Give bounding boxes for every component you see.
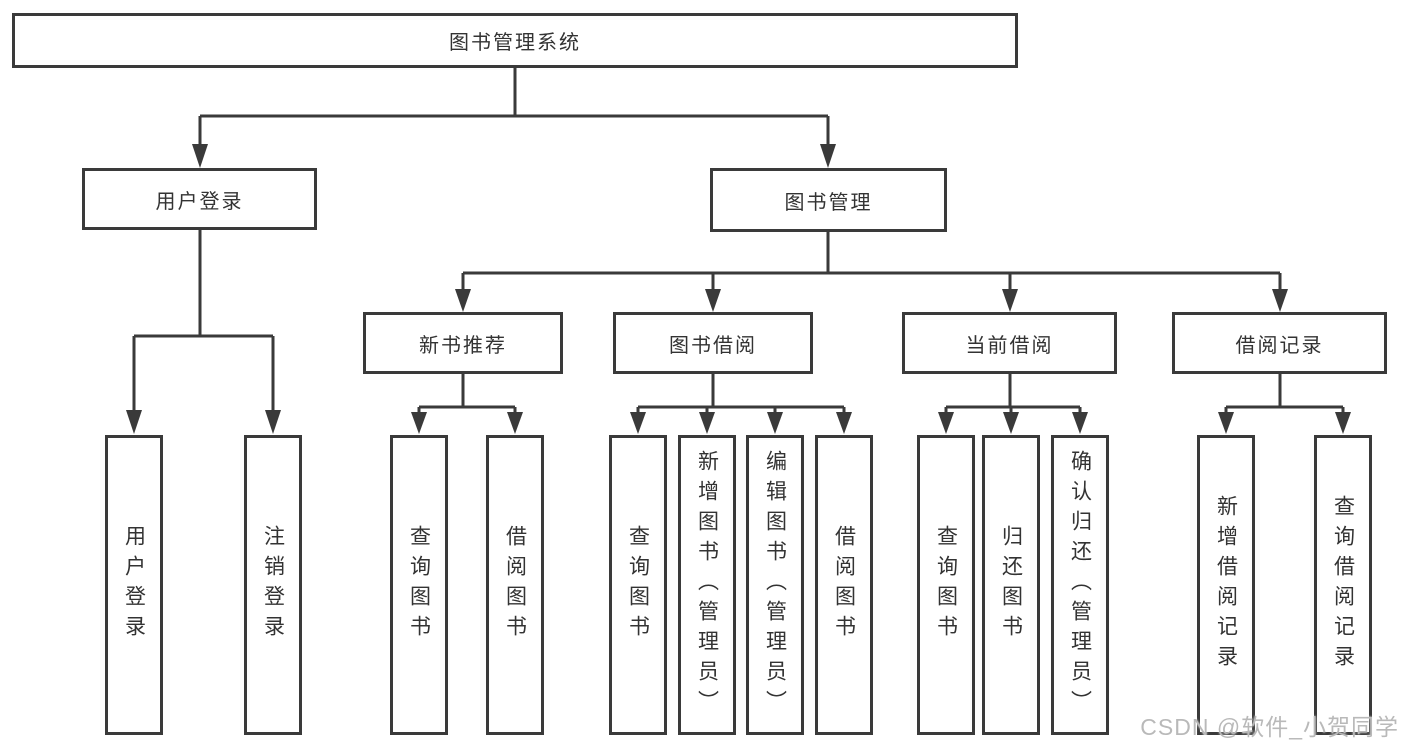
node-borrow-records: 借阅记录 (1172, 312, 1387, 374)
leaf-confirm-return-admin: 确认归还（管理员） (1051, 435, 1109, 735)
leaf-borrow-books-recommend: 借阅图书 (486, 435, 544, 735)
node-user-login: 用户登录 (82, 168, 317, 230)
leaf-return-book: 归还图书 (982, 435, 1040, 735)
leaf-add-borrow-record: 新增借阅记录 (1197, 435, 1255, 735)
leaf-add-book-admin: 新增图书（管理员） (678, 435, 736, 735)
leaf-user-login: 用户登录 (105, 435, 163, 735)
leaf-return-book-label: 归还图书 (999, 525, 1023, 645)
node-new-book-recommend: 新书推荐 (363, 312, 563, 374)
leaf-logout-label: 注销登录 (261, 525, 285, 645)
leaf-logout: 注销登录 (244, 435, 302, 735)
leaf-add-book-admin-label: 新增图书（管理员） (695, 450, 719, 720)
leaf-query-borrow-record: 查询借阅记录 (1314, 435, 1372, 735)
node-book-management: 图书管理 (710, 168, 947, 232)
leaf-query-borrow-record-label: 查询借阅记录 (1331, 495, 1355, 675)
node-book-borrow: 图书借阅 (613, 312, 813, 374)
node-current-borrow: 当前借阅 (902, 312, 1117, 374)
leaf-borrow-books-recommend-label: 借阅图书 (503, 525, 527, 645)
leaf-query-books-borrow-label: 查询图书 (626, 525, 650, 645)
leaf-edit-book-admin-label: 编辑图书（管理员） (763, 450, 787, 720)
leaf-query-books-recommend: 查询图书 (390, 435, 448, 735)
leaf-query-books-recommend-label: 查询图书 (407, 525, 431, 645)
csdn-watermark: CSDN @软件_小贺同学 (1140, 714, 1399, 740)
leaf-user-login-label: 用户登录 (122, 525, 146, 645)
leaf-query-books-current-label: 查询图书 (934, 525, 958, 645)
leaf-add-borrow-record-label: 新增借阅记录 (1214, 495, 1238, 675)
leaf-borrow-books-label: 借阅图书 (832, 525, 856, 645)
leaf-borrow-books: 借阅图书 (815, 435, 873, 735)
leaf-query-books-current: 查询图书 (917, 435, 975, 735)
node-root: 图书管理系统 (12, 13, 1018, 68)
leaf-query-books-borrow: 查询图书 (609, 435, 667, 735)
leaf-edit-book-admin: 编辑图书（管理员） (746, 435, 804, 735)
leaf-confirm-return-admin-label: 确认归还（管理员） (1068, 450, 1092, 720)
